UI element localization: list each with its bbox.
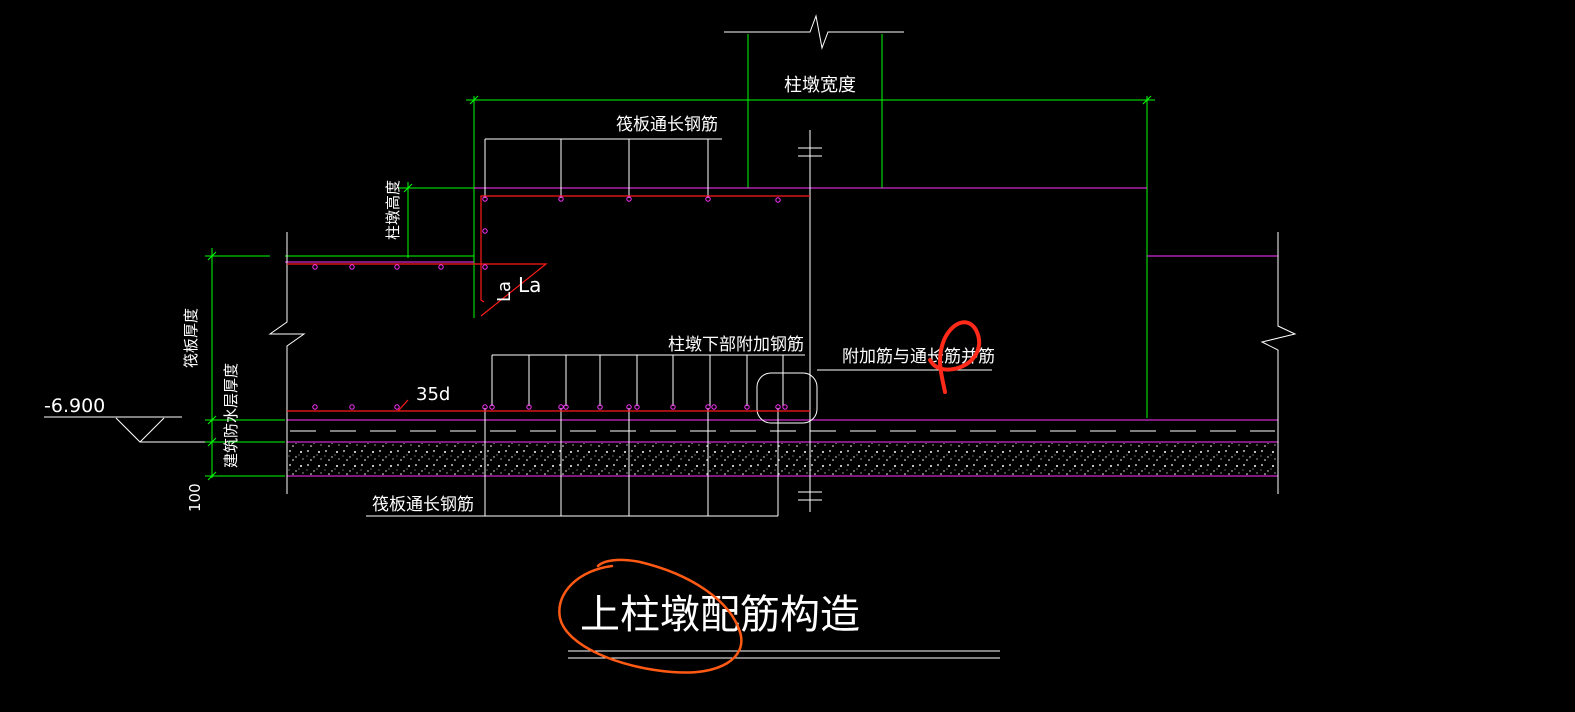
- pier-bottom-additional-rebar-label: 柱墩下部附加钢筋: [668, 335, 804, 355]
- drawing-title: 上柱墩配筋构造: [580, 592, 860, 638]
- elevation-label: -6.900: [44, 395, 105, 417]
- orange-markup-circle: [558, 558, 743, 674]
- cushion-hatch: [288, 443, 1276, 475]
- rebar-dots: [312, 196, 788, 410]
- waterproof-layer-thickness-label: 建筑防水层厚度: [222, 363, 240, 468]
- raft-top-continuous-rebar-label: 筏板通长钢筋: [616, 115, 718, 135]
- lap-length-vertical-label: La: [494, 281, 515, 302]
- raft-thickness-label: 筏板厚度: [182, 308, 200, 368]
- structure-outline: [285, 187, 1278, 477]
- bend-length-label: 35d: [416, 384, 450, 405]
- cushion-thickness-label: 100: [186, 483, 204, 512]
- dimension-lines: [205, 34, 1155, 481]
- raft-bottom-continuous-rebar-label: 筏板通长钢筋: [372, 495, 474, 515]
- rebar-lines: [287, 195, 810, 412]
- pier-height-label: 柱墩高度: [384, 180, 402, 240]
- column-pier-width-label: 柱墩宽度: [784, 75, 856, 96]
- red-markup-scribble: [928, 320, 982, 394]
- white-linework: [44, 14, 1297, 659]
- additional-continuous-note-label: 附加筋与通长筋并筋: [842, 347, 995, 367]
- lap-length-horizontal-label: La: [518, 273, 541, 297]
